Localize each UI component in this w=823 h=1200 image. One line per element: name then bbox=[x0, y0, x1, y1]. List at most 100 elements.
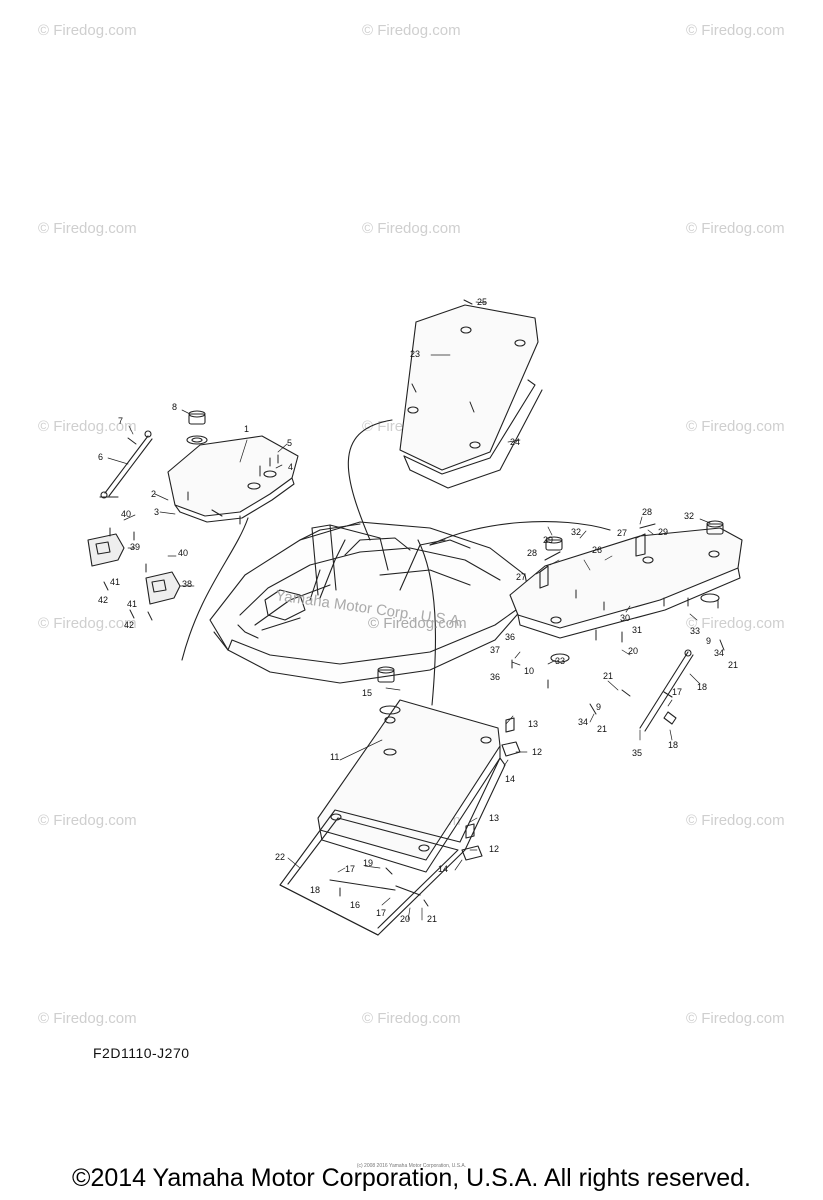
callout-label: 21 bbox=[603, 671, 613, 681]
callout-label: 2 bbox=[151, 489, 156, 499]
callout-label: 20 bbox=[628, 646, 638, 656]
callout-label: 28 bbox=[642, 507, 652, 517]
rod-part-20 bbox=[395, 885, 421, 896]
drain-cap-part-8 bbox=[186, 410, 208, 445]
callout-label: 37 bbox=[490, 645, 500, 655]
callout-label: 19 bbox=[363, 858, 373, 868]
callout-label: 13 bbox=[528, 719, 538, 729]
callout-label: 9 bbox=[706, 636, 711, 646]
callout-label: 18 bbox=[668, 740, 678, 750]
callout-label: 8 bbox=[172, 402, 177, 412]
callout-label: 38 bbox=[182, 579, 192, 589]
callout-label: 25 bbox=[477, 297, 487, 307]
gasket-frame-part-22 bbox=[279, 757, 506, 936]
callout-label: 6 bbox=[98, 452, 103, 462]
hinge-parts bbox=[539, 523, 656, 589]
watermark: © Firedog.com bbox=[686, 418, 785, 435]
copyright-notice: ©2014 Yamaha Motor Corporation, U.S.A. A… bbox=[72, 1164, 751, 1192]
cap-part-15 bbox=[377, 666, 401, 756]
hatch-lid-part-1 bbox=[167, 435, 299, 523]
watermark: © Firedog.com bbox=[686, 812, 785, 829]
callout-label: 3 bbox=[154, 507, 159, 517]
callout-label: 29 bbox=[658, 527, 668, 537]
watermark: © Firedog.com bbox=[686, 22, 785, 39]
callout-label: 11 bbox=[330, 752, 339, 762]
callout-label: 7 bbox=[118, 416, 123, 426]
boat-hull bbox=[209, 521, 531, 684]
callout-label: 21 bbox=[597, 724, 607, 734]
watermark: © Firedog.com bbox=[38, 615, 137, 632]
watermark: © Firedog.com bbox=[38, 812, 137, 829]
callout-label: 15 bbox=[362, 688, 372, 698]
center-watermark: © Firedog.com bbox=[368, 615, 467, 632]
callout-label: 18 bbox=[310, 885, 320, 895]
watermark: © Firedog.com bbox=[38, 22, 137, 39]
callout-label: 40 bbox=[121, 509, 131, 519]
callout-label: 36 bbox=[505, 632, 515, 642]
wakeboard-tower bbox=[311, 524, 389, 596]
callout-label: 27 bbox=[617, 528, 627, 538]
cable-right bbox=[429, 521, 611, 546]
cable-center bbox=[417, 539, 437, 706]
watermark: © Firedog.com bbox=[38, 418, 137, 435]
watermark: © Firedog.com bbox=[686, 220, 785, 237]
watermark: © Firedog.com bbox=[38, 220, 137, 237]
callout-label: 33 bbox=[555, 656, 565, 666]
gas-strut-part-35 bbox=[639, 649, 694, 732]
callout-label: 28 bbox=[527, 548, 537, 558]
callout-label: 30 bbox=[620, 613, 630, 623]
callout-label: 41 bbox=[110, 577, 120, 587]
floor-lid-part-11 bbox=[317, 699, 501, 873]
callout-label: 18 bbox=[697, 682, 707, 692]
callout-label: 32 bbox=[571, 527, 581, 537]
callout-label: 24 bbox=[510, 437, 520, 447]
callout-label: 31 bbox=[632, 625, 642, 635]
callout-label: 20 bbox=[400, 914, 410, 924]
callout-label: 4 bbox=[288, 462, 293, 472]
callout-label: 21 bbox=[427, 914, 437, 924]
stay-part-6 bbox=[99, 430, 153, 499]
callout-label: 40 bbox=[178, 548, 188, 558]
callout-label: 14 bbox=[505, 774, 515, 784]
callout-label: 42 bbox=[98, 595, 108, 605]
callout-label: 17 bbox=[672, 687, 682, 697]
callout-label: 33 bbox=[690, 626, 700, 636]
callout-label: 34 bbox=[714, 648, 724, 658]
callout-label: 26 bbox=[592, 545, 602, 555]
watermark: © Firedog.com bbox=[362, 220, 461, 237]
watermark: © Firedog.com bbox=[686, 1010, 785, 1027]
callout-label: 13 bbox=[489, 813, 499, 823]
callout-label: 34 bbox=[578, 717, 588, 727]
callout-label: 22 bbox=[275, 852, 285, 862]
watermark: © Firedog.com bbox=[362, 22, 461, 39]
cushion-part-24 bbox=[403, 379, 543, 489]
cable-left bbox=[181, 517, 249, 661]
callout-label: 12 bbox=[489, 844, 499, 854]
callout-label: 1 bbox=[244, 424, 249, 434]
callout-label: 23 bbox=[410, 349, 420, 359]
watermark: © Firedog.com bbox=[686, 615, 785, 632]
callout-label: 27 bbox=[516, 572, 526, 582]
watermark: © Firedog.com bbox=[38, 1010, 137, 1027]
bench-lid-part-26 bbox=[509, 527, 743, 639]
callout-label: 12 bbox=[532, 747, 542, 757]
callout-label: 42 bbox=[124, 620, 134, 630]
callout-label: 17 bbox=[376, 908, 386, 918]
callout-label: 5 bbox=[287, 438, 292, 448]
cap-part-32 bbox=[545, 520, 724, 663]
callout-label: 32 bbox=[684, 511, 694, 521]
cable-top bbox=[347, 419, 393, 541]
rod-part-16 bbox=[329, 879, 396, 891]
callout-label: 39 bbox=[130, 542, 140, 552]
fasteners bbox=[103, 299, 725, 907]
diagram-code: F2D1110-J270 bbox=[93, 1045, 190, 1061]
callout-label: 35 bbox=[632, 748, 642, 758]
callout-label: 41 bbox=[127, 599, 137, 609]
callout-label: 10 bbox=[524, 666, 534, 676]
callout-label: 14 bbox=[438, 864, 448, 874]
callout-label: 29 bbox=[543, 535, 553, 545]
latch-part-39 bbox=[87, 533, 125, 567]
